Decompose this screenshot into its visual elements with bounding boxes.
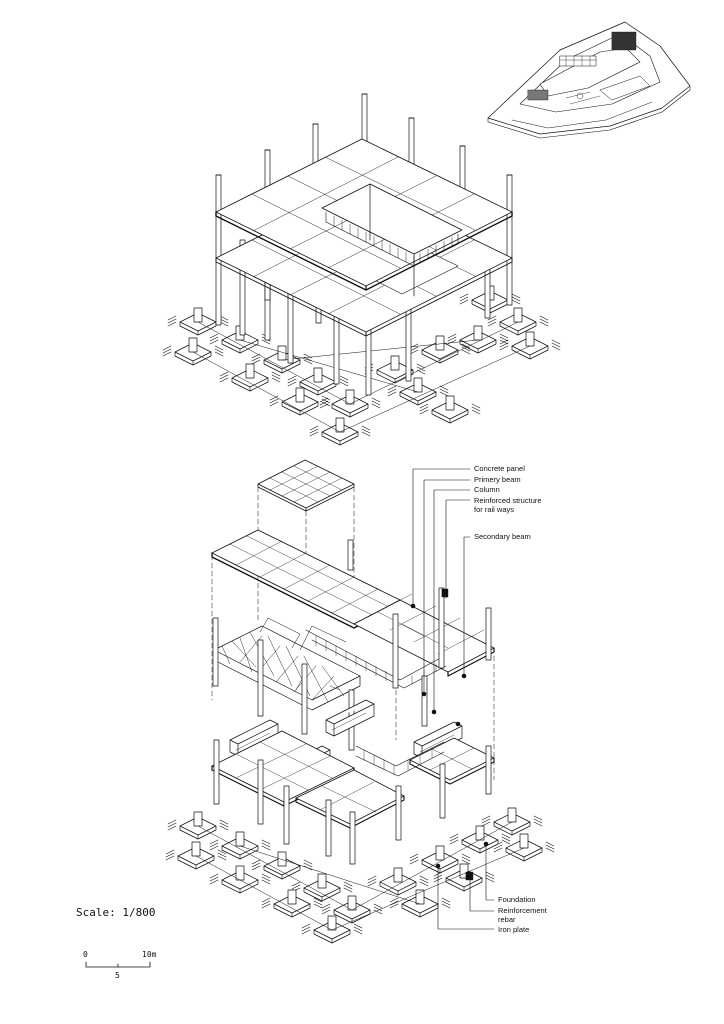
label-foundation: Foundation <box>498 895 536 904</box>
label-column: Column <box>474 485 500 494</box>
label-primary-beam-text: Primery beam <box>474 475 521 484</box>
label-concrete-panel: Concrete panel <box>474 464 525 473</box>
label-column-text: Column <box>474 485 500 494</box>
label-secondary-beam-text: Secondary beam <box>474 532 531 541</box>
label-reinforced-line-2: for rail ways <box>474 505 515 514</box>
lower-slab <box>211 730 495 829</box>
lower-columns <box>213 739 492 865</box>
site-model-thumbnail <box>487 21 691 139</box>
label-iron-plate-text: Iron plate <box>498 925 530 934</box>
label-foundation-text: Foundation <box>498 895 536 904</box>
label-reinforcement-rebar: Reinforcement rebar <box>498 906 547 924</box>
label-primary-beam: Primery beam <box>474 475 521 484</box>
label-secondary-beam: Secondary beam <box>474 532 531 541</box>
scale-bar <box>85 961 151 968</box>
label-rebar-line-2: rebar <box>498 915 516 924</box>
scale-label: Scale: 1/800 <box>76 906 156 919</box>
label-reinforced-structure: Reinforced structure for rail ways <box>474 496 542 514</box>
label-concrete-panel-text: Concrete panel <box>474 464 525 473</box>
top-structure <box>162 93 561 446</box>
exploded-foundations <box>165 807 555 944</box>
label-iron-plate: Iron plate <box>498 925 529 934</box>
truss-frames <box>213 617 447 711</box>
leader-lines <box>410 468 495 930</box>
roof-concrete-panel <box>257 459 355 512</box>
scale-tick-start: 0 <box>83 950 88 959</box>
scale-tick-mid: 5 <box>115 971 120 980</box>
scale-tick-end: 10m <box>142 950 157 959</box>
label-rebar-line-1: Reinforcement <box>498 906 547 915</box>
label-reinforced-line-1: Reinforced structure <box>474 496 542 505</box>
exploded-structure <box>165 459 555 944</box>
top-slab-level-2 <box>215 138 513 297</box>
